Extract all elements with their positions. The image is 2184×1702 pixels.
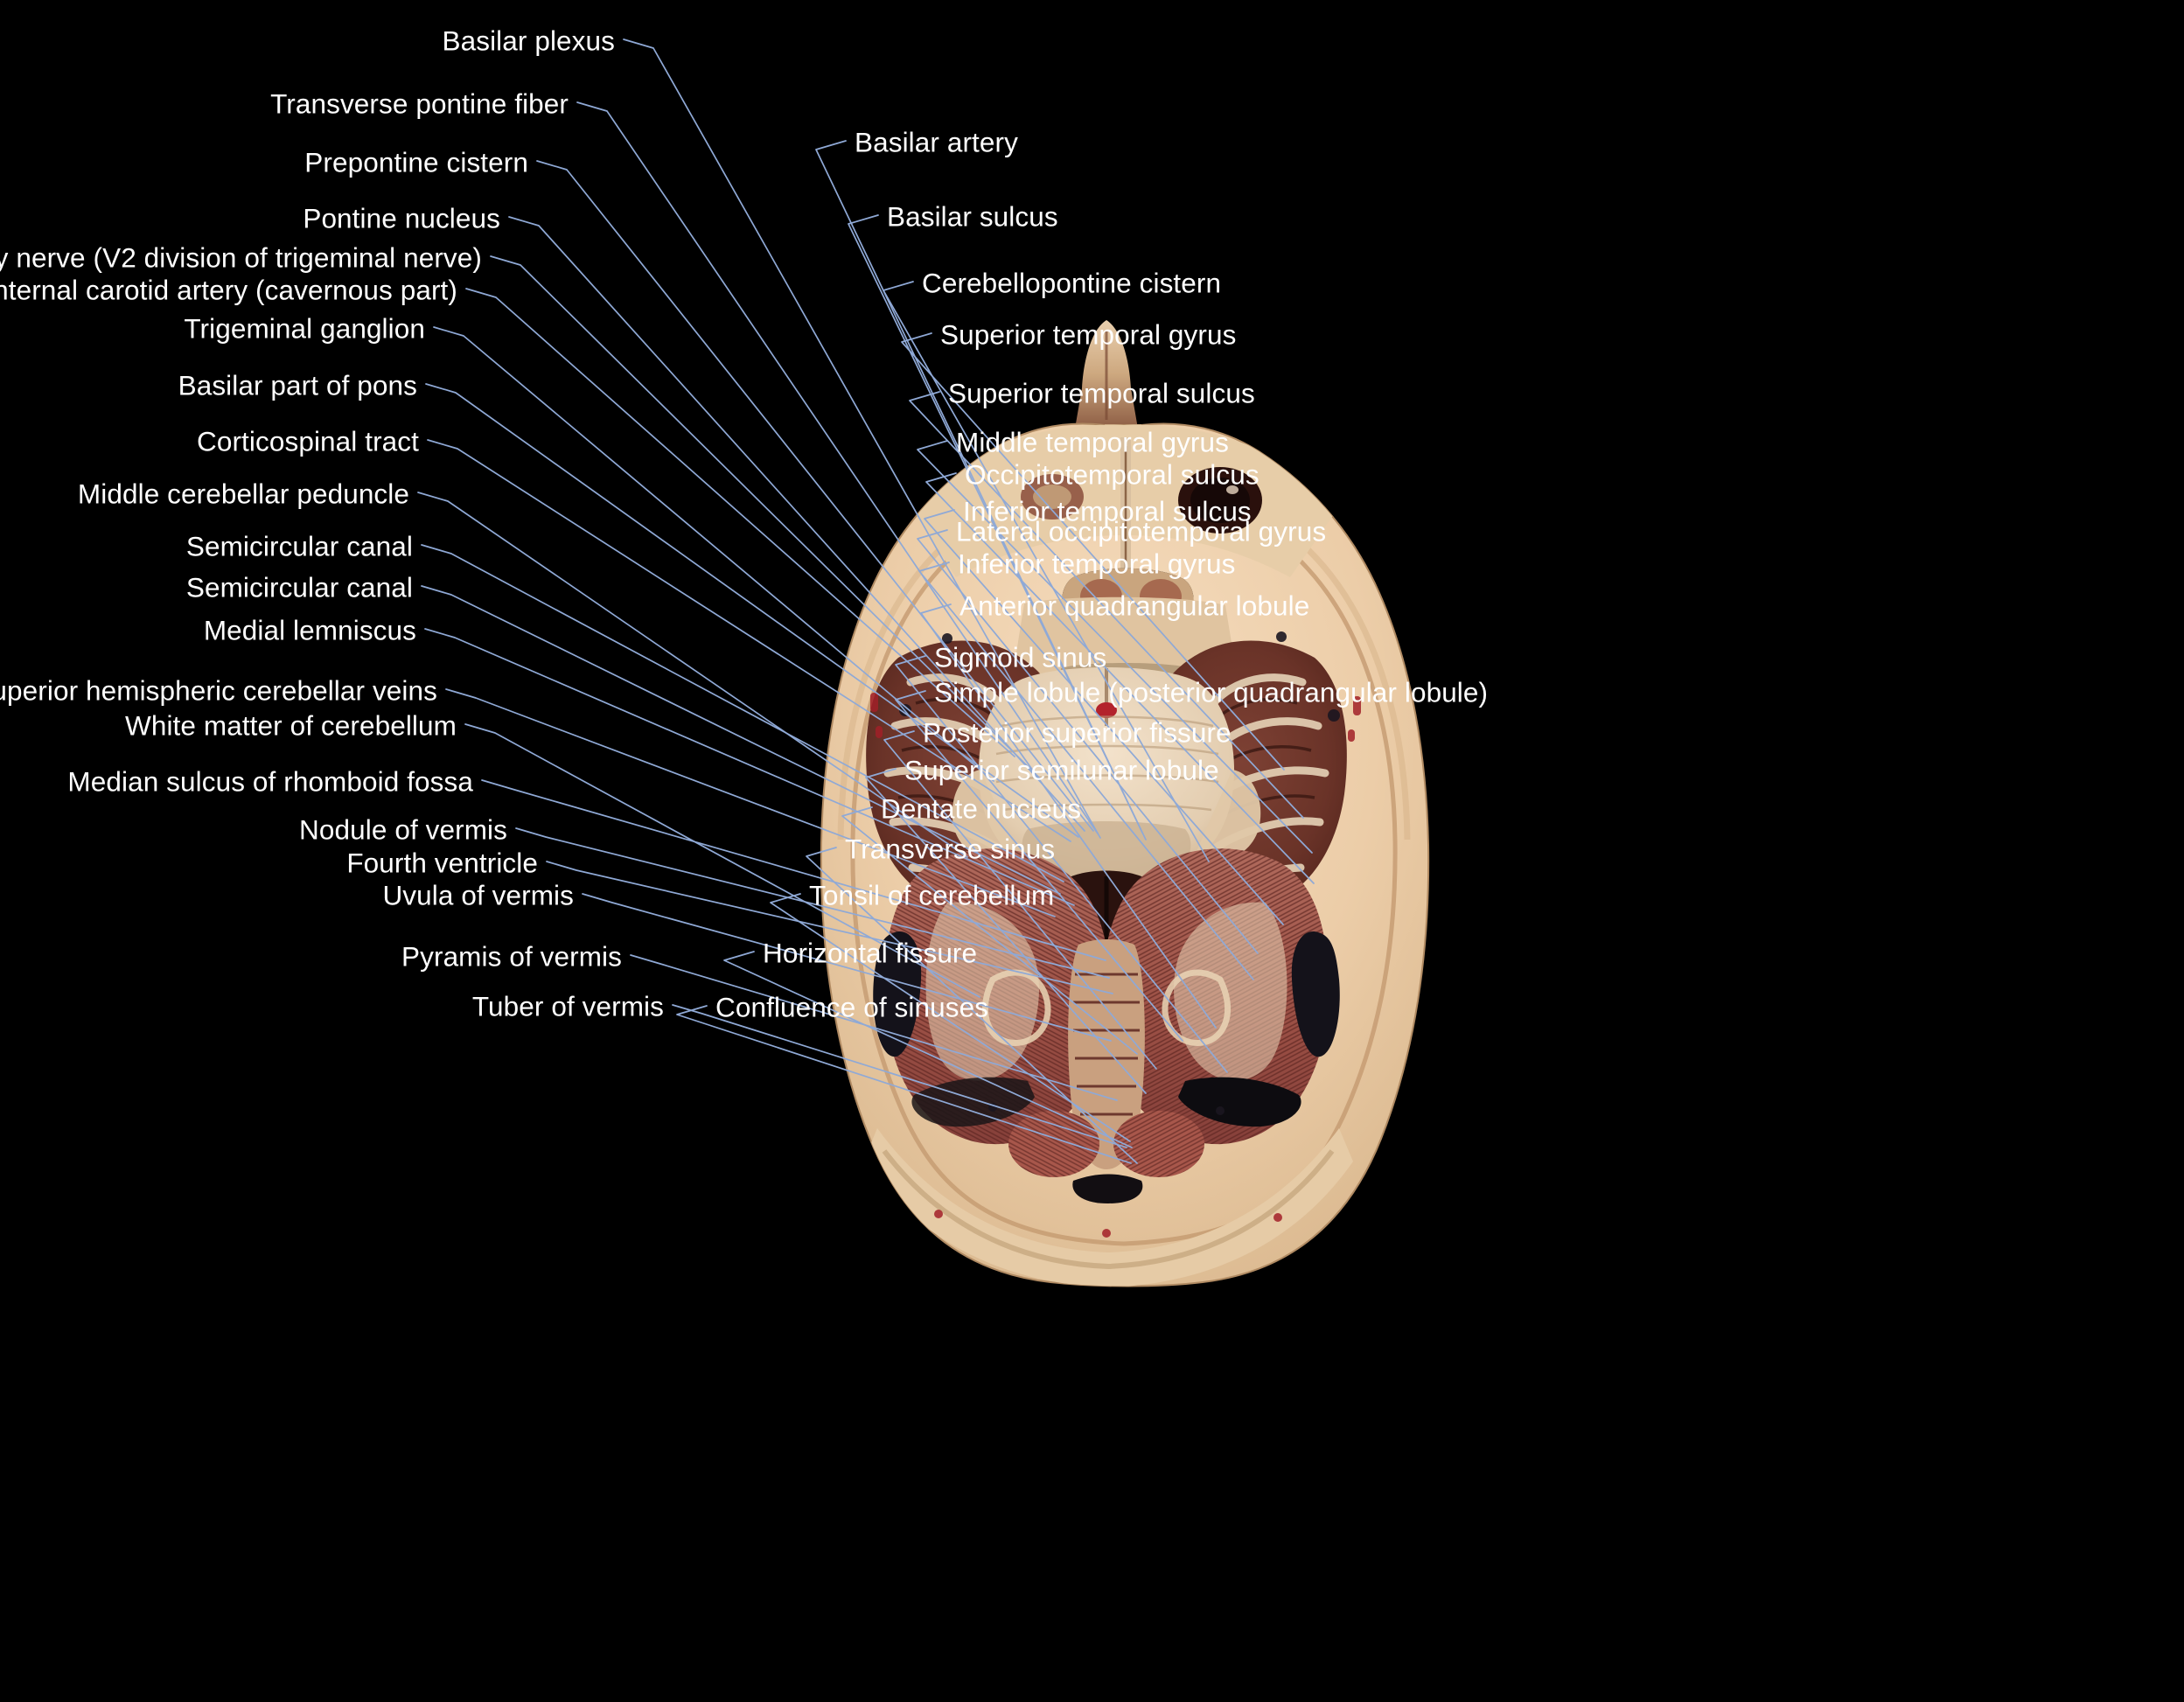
label-pontine-nucleus: Pontine nucleus — [303, 202, 500, 234]
label-basilar-artery: Basilar artery — [855, 126, 1018, 158]
label-superior-hemispheric-cerebellar-veins: Superior hemispheric cerebellar veins — [0, 674, 437, 707]
label-lateral-occipitotemporal-gyrus: Lateral occipitotemporal gyrus — [956, 515, 1327, 548]
label-maxillary-nerve-v2-division-of-trigeminal-nerve: Maxillary nerve (V2 division of trigemin… — [0, 241, 482, 274]
label-trigeminal-ganglion: Trigeminal ganglion — [184, 312, 425, 345]
label-median-sulcus-of-rhomboid-fossa: Median sulcus of rhomboid fossa — [67, 765, 473, 798]
label-anterior-quadrangular-lobule: Anterior quadrangular lobule — [959, 589, 1310, 622]
label-transverse-pontine-fiber: Transverse pontine fiber — [270, 87, 569, 120]
label-middle-temporal-gyrus: Middle temporal gyrus — [956, 426, 1229, 458]
label-cerebellopontine-cistern: Cerebellopontine cistern — [922, 267, 1222, 299]
label-semicircular-canal: Semicircular canal — [185, 571, 413, 603]
label-horizontal-fissure: Horizontal fissure — [763, 937, 978, 969]
label-middle-cerebellar-peduncle: Middle cerebellar peduncle — [77, 478, 409, 510]
label-confluence-of-sinuses: Confluence of sinuses — [715, 991, 989, 1023]
label-tuber-of-vermis: Tuber of vermis — [471, 990, 664, 1022]
label-dentate-nucleus: Dentate nucleus — [881, 792, 1082, 825]
label-fourth-ventricle: Fourth ventricle — [346, 847, 538, 879]
label-occipitotemporal-sulcus: Occipitotemporal sulcus — [965, 458, 1259, 491]
label-superior-temporal-sulcus: Superior temporal sulcus — [948, 377, 1255, 409]
label-superior-temporal-gyrus: Superior temporal gyrus — [940, 318, 1237, 351]
label-inferior-temporal-gyrus: Inferior temporal gyrus — [958, 548, 1236, 580]
label-simple-lobule-posterior-quadrangular-lobule: Simple lobule (posterior quadrangular lo… — [934, 676, 1489, 708]
label-basilar-plexus: Basilar plexus — [442, 24, 615, 57]
label-white-matter-of-cerebellum: White matter of cerebellum — [125, 709, 457, 742]
label-corticospinal-tract: Corticospinal tract — [197, 425, 419, 457]
label-nodule-of-vermis: Nodule of vermis — [299, 813, 507, 846]
label-uvula-of-vermis: Uvula of vermis — [382, 879, 574, 911]
label-pyramis-of-vermis: Pyramis of vermis — [401, 940, 622, 973]
label-tonsil-of-cerebellum: Tonsil of cerebellum — [809, 879, 1055, 911]
label-transverse-sinus: Transverse sinus — [845, 833, 1056, 865]
label-inferior-temporal-sulcus: Inferior temporal sulcus — [963, 495, 1252, 527]
label-semicircular-canal: Semicircular canal — [185, 530, 413, 562]
label-posterior-superior-fissure: Posterior superior fissure — [923, 716, 1232, 749]
label-superior-semilunar-lobule: Superior semilunar lobule — [904, 754, 1219, 786]
label-sigmoid-sinus: Sigmoid sinus — [934, 641, 1107, 673]
label-basilar-sulcus: Basilar sulcus — [887, 200, 1058, 233]
label-internal-carotid-artery-cavernous-part: Internal carotid artery (cavernous part) — [0, 274, 457, 306]
label-prepontine-cistern: Prepontine cistern — [304, 146, 528, 178]
label-basilar-part-of-pons: Basilar part of pons — [178, 369, 417, 401]
label-medial-lemniscus: Medial lemniscus — [203, 614, 416, 646]
